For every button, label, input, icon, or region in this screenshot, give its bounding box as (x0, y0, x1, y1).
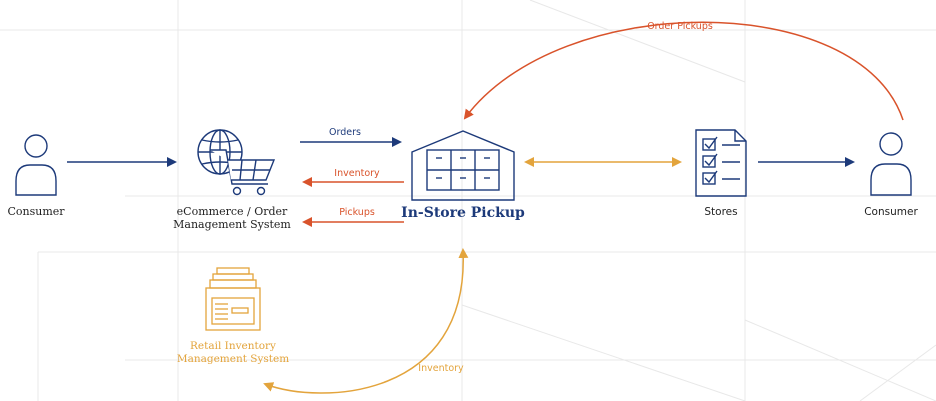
consumer-left-label: Consumer (7, 205, 65, 218)
consumer-right-person-icon (870, 132, 912, 196)
retail-label-line2: Management System (177, 353, 289, 365)
inventory-edge-label: Inventory (334, 168, 380, 179)
filing-cabinet-icon (205, 267, 261, 331)
orders-edge-label: Orders (329, 127, 361, 138)
inventory-bottom-edge-label: Inventory (418, 363, 464, 374)
order-pickups-curve-arrow (463, 21, 904, 121)
ecommerce-label-line2: Management System (173, 218, 291, 231)
checklist-icon (695, 129, 747, 197)
consumer-right-label: Consumer (864, 206, 918, 218)
retail-label-line1: Retail Inventory (190, 340, 276, 352)
consumer-left-person-icon (15, 134, 57, 196)
stores-label: Stores (704, 206, 737, 218)
ecommerce-label-line1: eCommerce / Order (177, 205, 288, 218)
globe-cart-icon (197, 129, 276, 196)
order-pickups-edge-label: Order Pickups (647, 21, 713, 32)
inventory-curve-arrow (263, 248, 469, 394)
pickups-edge-label: Pickups (339, 207, 375, 218)
warehouse-icon (411, 130, 515, 201)
instore-pickup-label: In-Store Pickup (401, 205, 525, 221)
